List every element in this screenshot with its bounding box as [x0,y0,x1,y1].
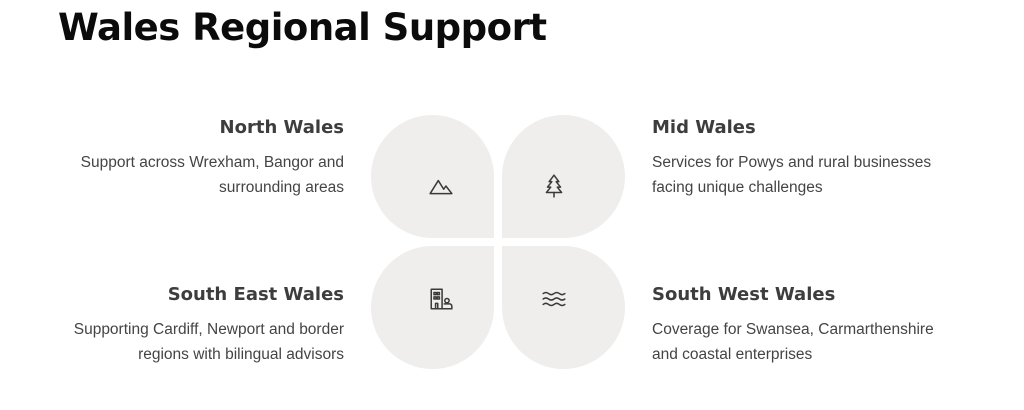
region-description: Support across Wrexham, Bangor and surro… [80,154,344,196]
page-title: Wales Regional Support [58,6,547,49]
region-south-west-wales: South West Wales Coverage for Swansea, C… [652,282,952,367]
tree-icon [541,173,567,199]
waves-icon [541,286,567,312]
petal-mid-wales [502,115,625,238]
region-mid-wales: Mid Wales Services for Powys and rural b… [652,115,952,200]
region-south-east-wales: South East Wales Supporting Cardiff, New… [44,282,344,367]
petal-south-west-wales [502,246,625,369]
petal-north-wales [371,115,494,238]
mountain-icon [428,173,454,199]
region-description: Coverage for Swansea, Carmarthenshire an… [652,321,934,363]
petal-south-east-wales [371,246,494,369]
region-north-wales: North Wales Support across Wrexham, Bang… [44,115,344,200]
region-title: South East Wales [167,284,344,305]
region-title: North Wales [219,117,344,138]
region-description: Services for Powys and rural businesses … [652,154,932,196]
region-description: Supporting Cardiff, Newport and border r… [73,321,344,363]
building-icon [428,286,454,312]
region-title: South West Wales [652,284,836,305]
region-title: Mid Wales [652,117,756,138]
